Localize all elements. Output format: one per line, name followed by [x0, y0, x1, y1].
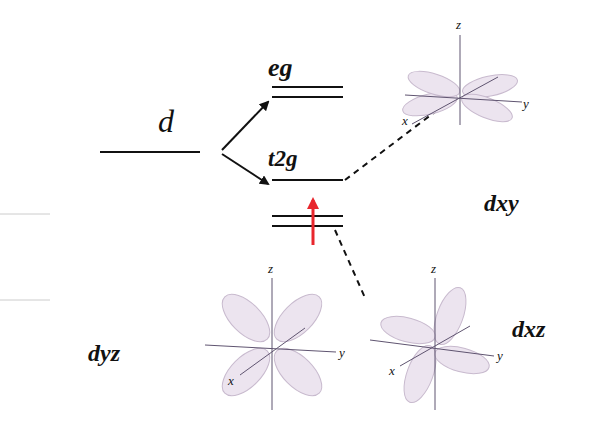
level-label: d — [158, 104, 174, 139]
orbital-label: dxy — [484, 190, 519, 216]
axis-label: x — [402, 114, 408, 128]
level-label: t2g — [268, 146, 297, 171]
axis-label: z — [431, 262, 436, 276]
axis-label: z — [456, 18, 461, 32]
axis-label: y — [523, 97, 529, 111]
level-label: eg — [268, 54, 293, 83]
axis-label: y — [497, 349, 503, 363]
axis-label: x — [389, 364, 395, 378]
axis-label: x — [228, 374, 234, 388]
orbital-label: dxz — [512, 316, 545, 342]
axis-label: z — [268, 262, 273, 276]
orbital-label: dyz — [88, 340, 120, 366]
axis-label: y — [339, 346, 345, 360]
